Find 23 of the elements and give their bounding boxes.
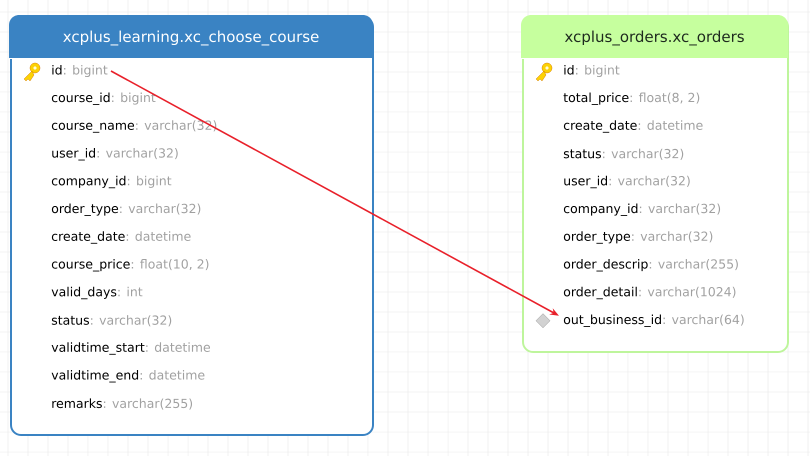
table-row: user_id : varchar(32): [52, 148, 178, 160]
table-row: create_date : datetime: [52, 231, 191, 244]
table-row: course_price : float(10, 2): [52, 259, 208, 272]
table-row: id : bigint: [52, 64, 108, 78]
table-row: id : bigint: [564, 64, 620, 78]
table-row: out_business_id : varchar(64): [564, 314, 744, 327]
table-row: validtime_start: datetime: [52, 342, 210, 355]
table-row: valid_days : int: [52, 286, 142, 300]
table-row: order_detail : varchar(1024): [564, 286, 736, 300]
table-row: remarks : varchar(255): [52, 398, 192, 410]
table-row: total_price : float(8, 2): [564, 92, 700, 105]
table-row: company_id : bigint: [52, 176, 172, 188]
table-row: order_type : varchar(32): [564, 231, 712, 244]
table-row: create_date : datetime: [564, 120, 703, 133]
table-row: order_type : varchar(32): [52, 204, 200, 216]
table-row: status : varchar(32): [52, 315, 172, 326]
table-row: course_id : bigint: [52, 92, 156, 105]
table-row: user_id : varchar(32): [564, 176, 690, 188]
table-row: status : varchar(32): [564, 148, 684, 160]
table-row: validtime_end : datetime: [52, 370, 204, 382]
table-row: order_descrip : varchar(255): [564, 259, 738, 272]
node-label: xcplus_orders.xc_orders: [564, 30, 744, 46]
table-row: company_id : varchar(32): [564, 204, 720, 216]
